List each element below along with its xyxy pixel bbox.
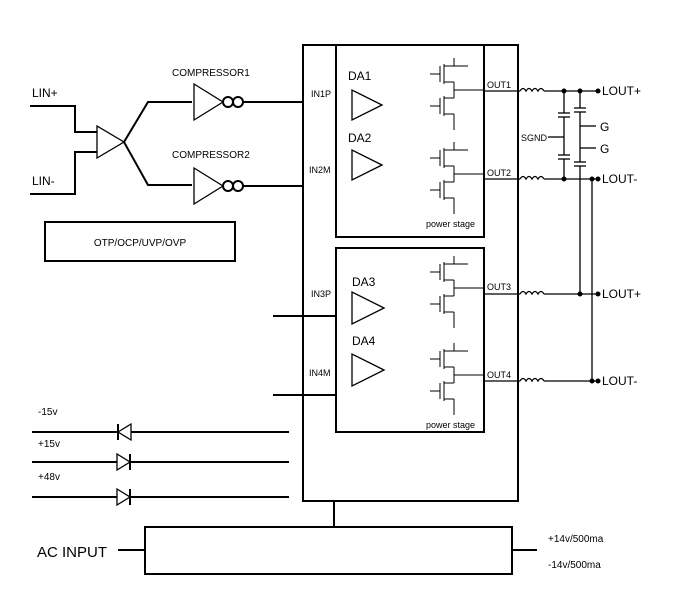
g1-label: G [600, 120, 609, 134]
neg15-diode [116, 422, 132, 442]
lout-minus-2-label: LOUT- [602, 374, 637, 388]
compressor1-buffer [193, 82, 225, 122]
out2-label: OUT2 [487, 168, 511, 178]
out1-inductor [519, 87, 545, 92]
ac-out-neg-label: -14v/500ma [548, 560, 601, 571]
neg15-label: -15v [38, 407, 57, 418]
in3p-label: IN3P [311, 289, 331, 299]
power-stage-bottom-label: power stage [426, 420, 475, 430]
pos15-diode [116, 452, 132, 472]
compressor1-label: COMPRESSOR1 [172, 68, 250, 79]
lout-plus-1-label: LOUT+ [602, 84, 641, 98]
pos48-label: +48v [38, 472, 60, 483]
compressor1-bubble-a [222, 96, 234, 108]
splitter-amplifier [96, 124, 126, 160]
pos15-label: +15v [38, 439, 60, 450]
out3-inductor [519, 290, 545, 295]
da2-label: DA2 [348, 131, 372, 145]
sgnd-label: SGND [521, 133, 548, 143]
lin-minus-label: LIN- [32, 174, 55, 188]
out4-label: OUT4 [487, 370, 511, 380]
da3-amplifier [351, 290, 386, 326]
da1-amplifier [351, 88, 384, 122]
compressor2-bubble-a [222, 180, 234, 192]
compressor2-label: COMPRESSOR2 [172, 150, 250, 161]
power-stage-top-label: power stage [426, 219, 475, 229]
in2m-label: IN2M [309, 165, 331, 175]
lin-minus-wire [30, 151, 97, 195]
da2-amplifier [351, 148, 384, 182]
out3-label: OUT3 [487, 282, 511, 292]
splitter-out-bottom [123, 141, 192, 186]
in4m-label: IN4M [309, 368, 331, 378]
protection-label: OTP/OCP/UVP/OVP [94, 238, 187, 249]
out2-inductor [519, 175, 545, 180]
pos48-diode [116, 487, 132, 507]
out4-inductor [519, 377, 545, 382]
lout-minus-1-label: LOUT- [602, 172, 637, 186]
da4-label: DA4 [352, 334, 376, 348]
ac-input-label: AC INPUT [37, 544, 107, 561]
splitter-out-top [123, 101, 192, 143]
da3-label: DA3 [352, 275, 376, 289]
compressor2-bubble-b [232, 180, 244, 192]
out1-label: OUT1 [487, 80, 511, 90]
compressor2-buffer [193, 166, 225, 206]
ac-out-pos-label: +14v/500ma [548, 534, 604, 545]
lin-plus-label: LIN+ [32, 86, 58, 100]
compressor1-bubble-b [232, 96, 244, 108]
ac-input-box [144, 526, 513, 575]
protection-box [44, 221, 236, 262]
g2-label: G [600, 142, 609, 156]
upper-channel-block [335, 44, 485, 238]
lin-plus-wire [30, 105, 97, 133]
da4-amplifier [351, 352, 386, 388]
lout-plus-2-label: LOUT+ [602, 287, 641, 301]
da1-label: DA1 [348, 69, 372, 83]
in1p-label: IN1P [311, 89, 331, 99]
lower-channel-block [335, 247, 485, 433]
